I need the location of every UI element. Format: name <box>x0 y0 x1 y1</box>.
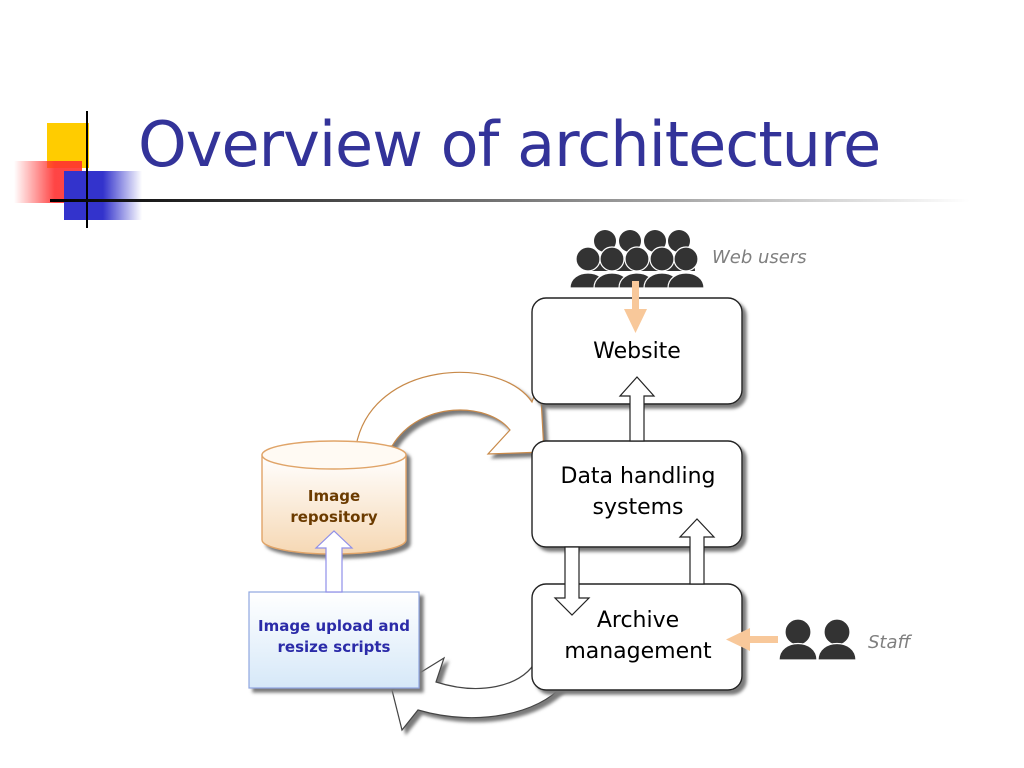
yellow-square <box>47 123 89 168</box>
upload-scripts-label: Image upload and resize scripts <box>258 617 410 656</box>
image-repository-label: Image repository <box>290 487 378 526</box>
staff-icon <box>778 618 857 661</box>
image-repository-cylinder <box>261 440 407 555</box>
upload-scripts-box <box>248 591 420 689</box>
web-users-icon <box>569 230 705 289</box>
data-handling-label: Data handling systems <box>560 464 716 520</box>
archive-to-scripts-arrow <box>391 656 563 732</box>
data-to-archive-arrow <box>553 546 591 616</box>
archive-to-data-arrow <box>678 518 716 585</box>
web-users-arrow <box>624 281 647 333</box>
data-to-website-arrow <box>618 376 656 442</box>
website-label: Website <box>593 338 681 364</box>
staff-arrow <box>726 628 778 651</box>
repository-to-website-arrow <box>355 371 545 455</box>
blue-square <box>64 171 142 220</box>
page-title: Overview of architecture <box>138 108 881 181</box>
title-underline <box>50 199 970 202</box>
scripts-to-repository-arrow <box>314 530 354 593</box>
web-users-caption: Web users <box>712 247 807 268</box>
staff-caption: Staff <box>868 632 911 653</box>
archive-label: Archive management <box>564 608 712 664</box>
